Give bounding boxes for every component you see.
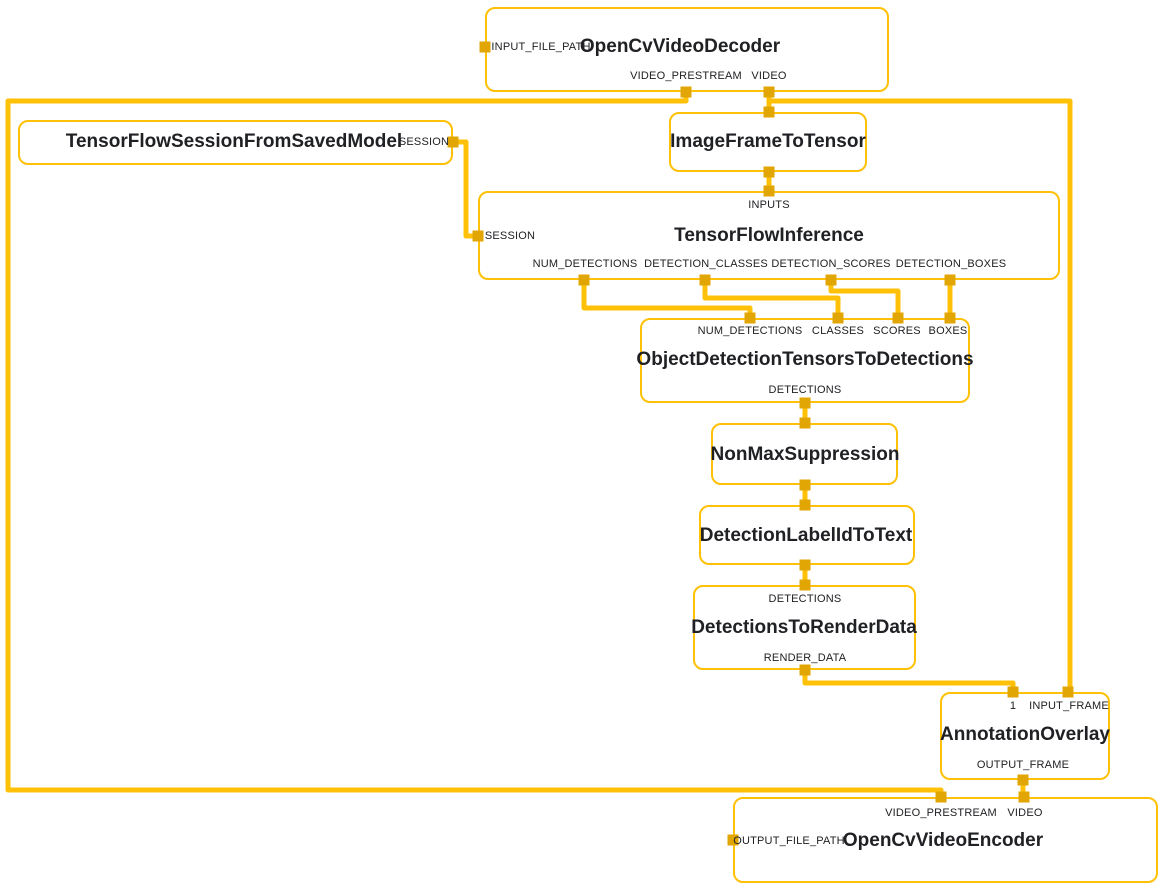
node-title-detection-label-id-to-text: DetectionLabelIdToText	[699, 525, 913, 546]
node-opencv-video-decoder[interactable]	[485, 7, 889, 92]
wire-video-prestream-wrap[interactable]	[5, 92, 944, 797]
port-tensorflow-inference-num-detections[interactable]	[578, 274, 590, 286]
node-detections-to-render-data[interactable]	[693, 585, 916, 670]
node-title-annotation-overlay: AnnotationOverlay	[940, 724, 1110, 745]
port-label-object-detection-tensors-to-detections-detections: DETECTIONS	[768, 384, 842, 396]
node-annotation-overlay[interactable]	[940, 692, 1110, 780]
port-tensorflow-inference-inputs[interactable]	[763, 185, 775, 197]
port-tensorflow-session-from-saved-model-session[interactable]	[447, 136, 459, 148]
port-label-annotation-overlay-input-frame: INPUT_FRAME	[1029, 700, 1109, 712]
port-opencv-video-decoder-video[interactable]	[763, 86, 775, 98]
port-label-opencv-video-encoder-video: VIDEO	[1007, 807, 1043, 819]
port-label-tensorflow-inference-session: SESSION	[484, 230, 536, 242]
node-title-non-max-suppression: NonMaxSuppression	[710, 444, 900, 465]
port-opencv-video-decoder-video-prestream[interactable]	[680, 86, 692, 98]
port-object-detection-tensors-to-detections-num-detections[interactable]	[744, 312, 756, 324]
port-opencv-video-decoder-input-file-path[interactable]	[479, 41, 491, 53]
port-object-detection-tensors-to-detections-scores[interactable]	[892, 312, 904, 324]
port-object-detection-tensors-to-detections-boxes[interactable]	[944, 312, 956, 324]
port-label-detections-to-render-data-detections: DETECTIONS	[768, 593, 842, 605]
port-tensorflow-inference-session[interactable]	[472, 230, 484, 242]
node-title-detections-to-render-data: DetectionsToRenderData	[691, 617, 917, 638]
port-label-tensorflow-inference-num-detections: NUM_DETECTIONS	[532, 258, 638, 270]
port-annotation-overlay-output-frame[interactable]	[1017, 774, 1029, 786]
port-opencv-video-encoder-video[interactable]	[1018, 791, 1030, 803]
port-tensorflow-inference-detection-scores[interactable]	[825, 274, 837, 286]
port-label-tensorflow-session-from-saved-model-session: SESSION	[398, 136, 450, 148]
port-label-tensorflow-inference-detection-classes: DETECTION_CLASSES	[644, 258, 768, 270]
port-opencv-video-encoder-video-prestream[interactable]	[935, 791, 947, 803]
wire-detection-classes[interactable]	[702, 280, 841, 318]
node-title-image-frame-to-tensor: ImageFrameToTensor	[670, 131, 866, 152]
port-label-tensorflow-inference-detection-scores: DETECTION_SCORES	[771, 258, 891, 270]
port-annotation-overlay-1[interactable]	[1007, 686, 1019, 698]
port-label-opencv-video-encoder-output-file-path: OUTPUT_FILE_PATH	[733, 835, 845, 847]
port-detection-label-id-to-text-out[interactable]	[799, 559, 811, 571]
port-detections-to-render-data-render-data[interactable]	[799, 664, 811, 676]
port-object-detection-tensors-to-detections-classes[interactable]	[832, 312, 844, 324]
port-label-annotation-overlay-output-frame: OUTPUT_FRAME	[976, 759, 1070, 771]
port-tensorflow-inference-detection-classes[interactable]	[699, 274, 711, 286]
port-object-detection-tensors-to-detections-detections[interactable]	[799, 397, 811, 409]
node-object-detection-tensors-to-detections[interactable]	[640, 318, 970, 403]
port-label-opencv-video-encoder-video-prestream: VIDEO_PRESTREAM	[885, 807, 997, 819]
wire-video-to-input-frame[interactable]	[769, 98, 1073, 692]
port-label-opencv-video-decoder-video: VIDEO	[751, 70, 787, 82]
wire-detection-scores[interactable]	[828, 280, 901, 318]
port-image-frame-to-tensor-in[interactable]	[763, 106, 775, 118]
port-label-tensorflow-inference-inputs: INPUTS	[748, 199, 790, 211]
port-detection-label-id-to-text-in[interactable]	[799, 499, 811, 511]
port-label-opencv-video-decoder-video-prestream: VIDEO_PRESTREAM	[630, 70, 742, 82]
wire-session[interactable]	[453, 139, 478, 239]
port-image-frame-to-tensor-out[interactable]	[763, 166, 775, 178]
port-tensorflow-inference-detection-boxes[interactable]	[944, 274, 956, 286]
port-label-opencv-video-decoder-input-file-path: INPUT_FILE_PATH	[491, 41, 591, 53]
port-label-object-detection-tensors-to-detections-classes: CLASSES	[811, 325, 865, 337]
node-title-tensorflow-session-from-saved-model: TensorFlowSessionFromSavedModel	[65, 131, 403, 152]
node-title-opencv-video-encoder: OpenCvVideoEncoder	[842, 830, 1044, 851]
port-opencv-video-encoder-output-file-path[interactable]	[727, 834, 739, 846]
port-label-object-detection-tensors-to-detections-boxes: BOXES	[928, 325, 968, 337]
port-non-max-suppression-out[interactable]	[799, 479, 811, 491]
port-label-tensorflow-inference-detection-boxes: DETECTION_BOXES	[895, 258, 1007, 270]
port-label-object-detection-tensors-to-detections-num-detections: NUM_DETECTIONS	[697, 325, 803, 337]
port-non-max-suppression-in[interactable]	[799, 417, 811, 429]
port-label-annotation-overlay-1: 1	[1009, 700, 1017, 712]
node-title-object-detection-tensors-to-detections: ObjectDetectionTensorsToDetections	[636, 349, 974, 370]
node-title-tensorflow-inference: TensorFlowInference	[674, 225, 864, 246]
port-detections-to-render-data-detections[interactable]	[799, 579, 811, 591]
wire-render-data[interactable]	[802, 670, 1016, 692]
node-title-opencv-video-decoder: OpenCvVideoDecoder	[579, 36, 781, 57]
port-annotation-overlay-input-frame[interactable]	[1062, 686, 1074, 698]
port-label-object-detection-tensors-to-detections-scores: SCORES	[873, 325, 921, 337]
port-label-detections-to-render-data-render-data: RENDER_DATA	[763, 652, 847, 664]
